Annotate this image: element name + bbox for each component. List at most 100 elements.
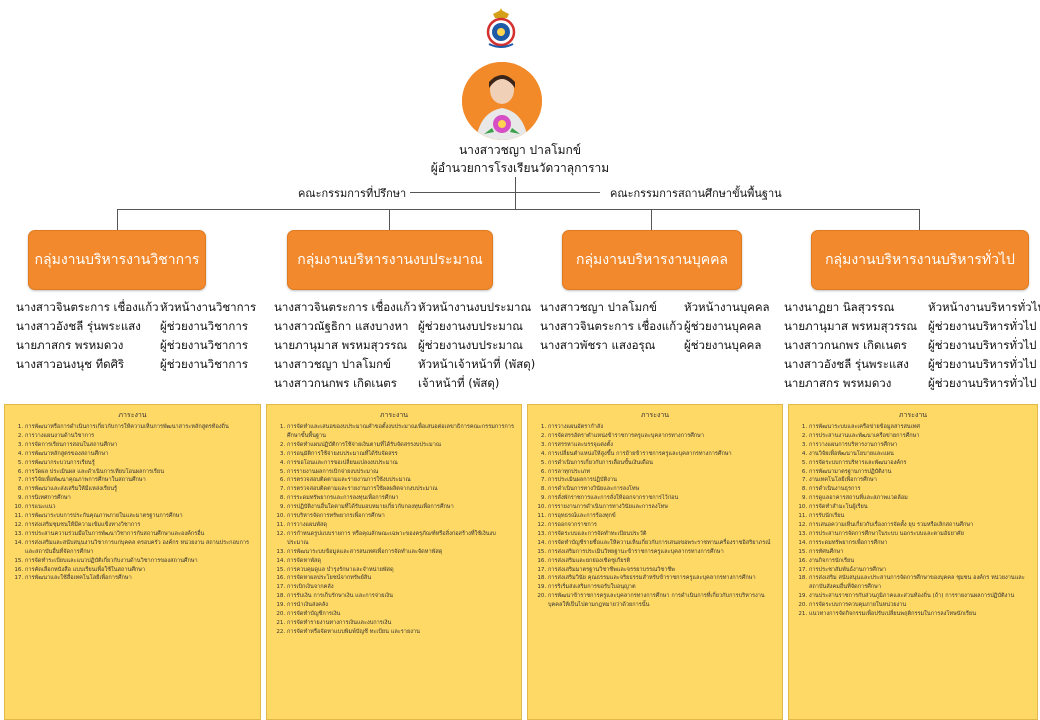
member-name: นางสาวจินตระการ เชื่องแก้ว: [16, 300, 159, 314]
task-item: การส่งเสริมและยกย่องเชิดชูเกียรติ: [548, 557, 778, 566]
task-item: การส่งเสริมชุมชนให้มีความเข้มแข็งทางวิชา…: [25, 521, 256, 530]
director-photo: [462, 62, 542, 140]
task-item: งานประสานราชการกับส่วนภูมิภาคและส่วนท้อง…: [809, 592, 1033, 601]
task-item: การดำเนินการทางวินัยและการลงโทษ: [548, 485, 778, 494]
member-role: ผู้ช่วยงานบริหารทั่วไป: [928, 376, 1037, 390]
task-item: การจัดทำบัญชีรายชื่อและให้ความเห็นเกี่ยว…: [548, 539, 778, 548]
school-emblem-logo: [486, 8, 516, 48]
member-name: นางสาวจินตระการ เชื่องแก้ว: [540, 319, 683, 333]
task-item: การแนะแนว: [25, 503, 256, 512]
member-role: ผู้ช่วยงานบุคคล: [684, 319, 762, 333]
task-panel-title: ภาระงาน: [118, 411, 147, 419]
member-row: นางสาวกนกพร เกิดเนตรผู้ช่วยงานบริหารทั่ว…: [784, 336, 1040, 355]
task-item: การจัดทำแผนปฏิบัติการใช้จ่ายเงินตามที่ได…: [287, 441, 517, 450]
member-role: ผู้ช่วยงานบริหารทั่วไป: [928, 319, 1037, 333]
member-row: นางสาวจินตระการ เชื่องแก้วหัวหน้างานงบปร…: [274, 298, 535, 317]
member-row: นางสาวณัฐธิกา แสงบางหาผู้ช่วยงานงบประมาณ: [274, 317, 535, 336]
member-role: ผู้ช่วยงานวิชาการ: [160, 357, 248, 371]
task-item: การส่งเสริม สนับสนุนและประสานการจัดการศึ…: [809, 574, 1033, 592]
task-item: การวางแผนอัตรากำลัง: [548, 423, 778, 432]
task-item: การประเมินผลการปฏิบัติงาน: [548, 476, 778, 485]
member-role: ผู้ช่วยงานบริหารทั่วไป: [928, 357, 1037, 371]
task-item: การส่งเสริมวินัย คุณธรรมและจริยธรรมสำหรั…: [548, 574, 778, 583]
member-row: นางสาวชญา ปาลโมกข์หัวหน้างานบุคคล: [540, 298, 770, 317]
group-personnel-box: กลุ่มงานบริหารงานบุคคล: [562, 230, 742, 290]
task-item: การตรวจสอบติดตามและรายงานการใช้งบประมาณ: [287, 476, 517, 485]
connector-group-3: [651, 209, 652, 230]
task-list: การวางแผนอัตรากำลังการจัดสรรอัตราตำแหน่ง…: [528, 423, 782, 610]
task-item: การจัดหาผลประโยชน์จากทรัพย์สิน: [287, 574, 517, 583]
task-item: การพัฒนาหลักสูตรของสถานศึกษา: [25, 450, 256, 459]
member-role: หัวหน้างานวิชาการ: [160, 300, 257, 314]
member-role: เจ้าหน้าที่ (พัสดุ): [418, 376, 500, 390]
task-item: การระดมทรัพยากรเพื่อการศึกษา: [809, 539, 1033, 548]
task-list: การพัฒนาระบบและเครือข่ายข้อมูลสารสนเทศกา…: [789, 423, 1037, 619]
task-item: การดูแลอาคารสถานที่และสภาพแวดล้อม: [809, 494, 1033, 503]
member-row: นางสาวอังชลี รุ่นพระแสงผู้ช่วยงานบริหารท…: [784, 355, 1040, 374]
task-item: การสั่งพักราชการและการสั่งให้ออกจากราชกา…: [548, 494, 778, 503]
member-name: นางสาวอังชลี รุ่นพระแสง: [16, 319, 141, 333]
task-item: การลาทุกประเภท: [548, 468, 778, 477]
task-panel-title: ภาระงาน: [379, 411, 409, 419]
task-item: การพัฒนาหรือการดำเนินการเกี่ยวกับการให้ค…: [25, 423, 256, 432]
task-item: การพัฒนาข้าราชการครูและบุคลากรทางการศึกษ…: [548, 592, 778, 610]
task-item: การดำเนินการเกี่ยวกับการเลื่อนขั้นเงินเด…: [548, 459, 778, 468]
task-item: การส่งเสริมการประเมินวิทยฐานะข้าราชการคร…: [548, 548, 778, 557]
member-row: นายภานุมาส พรหมสุวรรณผู้ช่วยงานงบประมาณ: [274, 336, 535, 355]
task-item: การเบิกเงินจากคลัง: [287, 583, 517, 592]
task-item: การรายงานผลการเบิกจ่ายงบประมาณ: [287, 468, 517, 477]
member-name: นางสาวพัชรา แสงอรุณ: [540, 338, 656, 352]
member-role: หัวหน้างานงบประมาณ: [418, 300, 532, 314]
task-item: การริเริ่มส่งเสริมการขอรับใบอนุญาต: [548, 583, 778, 592]
task-item: การประสานงานและพัฒนาเครือข่ายการศึกษา: [809, 432, 1033, 441]
director-name: นางสาวชญา ปาลโมกข์: [458, 143, 582, 157]
group-budget-box: กลุ่มงานบริหารงานงบประมาณ: [287, 230, 493, 290]
basic-education-committee-label: คณะกรรมการสถานศึกษาขั้นพื้นฐาน: [606, 184, 786, 202]
task-item: การจัดทำหรือจัดหาแบบพิมพ์บัญชี ทะเบียน แ…: [287, 628, 517, 637]
task-item: แนวทางการจัดกิจกรรมเพื่อปรับเปลี่ยนพฤติก…: [809, 610, 1033, 619]
group-academic-members: นางสาวจินตระการ เชื่องแก้วหัวหน้างานวิชา…: [16, 298, 256, 374]
task-item: การจัดระบบและการจัดทำทะเบียนประวัติ: [548, 530, 778, 539]
task-item: การพัฒนากระบวนการเรียนรู้: [25, 459, 256, 468]
group-budget-task-panel: ภาระงาน การจัดทำและเสนอของบประมาณคำขอตั้…: [266, 404, 522, 720]
member-row: นางสาวจินตระการ เชื่องแก้วหัวหน้างานวิชา…: [16, 298, 256, 317]
task-item: การเปลี่ยนตำแหน่งให้สูงขึ้น การย้ายข้ารา…: [548, 450, 778, 459]
group-general-task-panel: ภาระงาน การพัฒนาระบบและเครือข่ายข้อมูลสา…: [788, 404, 1038, 720]
group-budget-title: กลุ่มงานบริหารงานงบประมาณ: [297, 252, 483, 268]
member-name: นายภาสกร พรหมดวง: [784, 376, 892, 390]
connector-committee-line: [400, 192, 600, 193]
task-list: การจัดทำและเสนอของบประมาณคำขอตั้งงบประมา…: [267, 423, 521, 637]
task-item: การรับนักเรียน: [809, 512, 1033, 521]
group-personnel-members: นางสาวชญา ปาลโมกข์หัวหน้างานบุคคล นางสาว…: [540, 298, 770, 355]
task-item: การบริหารจัดการทรัพยากรเพื่อการศึกษา: [287, 512, 517, 521]
member-row: นายภาสกร พรหมดวงผู้ช่วยงานวิชาการ: [16, 336, 256, 355]
task-item: งานเทคโนโลยีเพื่อการศึกษา: [809, 476, 1033, 485]
task-item: การวางแผนงานด้านวิชาการ: [25, 432, 256, 441]
task-item: การตรวจสอบติดตามและรายงานการใช้ผลผลิตจาก…: [287, 485, 517, 494]
task-item: การวิจัยเพื่อพัฒนาคุณภาพการศึกษาในสถานศึ…: [25, 476, 256, 485]
task-item: การอุทธรณ์และการร้องทุกข์: [548, 512, 778, 521]
task-list: การพัฒนาหรือการดำเนินการเกี่ยวกับการให้ค…: [5, 423, 260, 583]
member-role: ผู้ช่วยงานงบประมาณ: [418, 338, 523, 352]
task-item: การสรรหาและบรรจุแต่งตั้ง: [548, 441, 778, 450]
member-name: นางสาวณัฐธิกา แสงบางหา: [274, 319, 409, 333]
task-item: การนำเงินส่งคลัง: [287, 601, 517, 610]
task-item: การวางแผนพัสดุ: [287, 521, 517, 530]
task-item: การวัดผล ประเมินผล และดำเนินการเทียบโอนผ…: [25, 468, 256, 477]
task-item: การพัฒนามาตรฐานการปฏิบัติงาน: [809, 468, 1033, 477]
member-row: นางสาวอนงนุช ทีดศิริผู้ช่วยงานวิชาการ: [16, 355, 256, 374]
director-title: ผู้อำนวยการโรงเรียนวัดวาลุการาม: [430, 161, 610, 175]
member-name: นางนาฏยา นิลสุวรรณ: [784, 300, 895, 314]
task-item: การทัศนศึกษา: [809, 548, 1033, 557]
director-portrait-icon: [462, 62, 542, 140]
connector-horizontal-main: [117, 209, 920, 210]
task-item: การพัฒนาระบบการประกันคุณภาพภายในและมาตรฐ…: [25, 512, 256, 521]
task-item: การจัดทำรายงานทางการเงินและงบการเงิน: [287, 619, 517, 628]
group-general-box: กลุ่มงานบริหารงานบริหารทั่วไป: [811, 230, 1029, 290]
member-name: นางสาวชญา ปาลโมกข์: [274, 357, 391, 371]
task-item: การจัดทำสำมะโนผู้เรียน: [809, 503, 1033, 512]
member-role: ผู้ช่วยงานบุคคล: [684, 338, 762, 352]
group-general-members: นางนาฏยา นิลสุวรรณหัวหน้างานบริหารทั่วไป…: [784, 298, 1040, 393]
connector-group-1: [117, 209, 118, 230]
task-item: การพัฒนาระบบและเครือข่ายข้อมูลสารสนเทศ: [809, 423, 1033, 432]
